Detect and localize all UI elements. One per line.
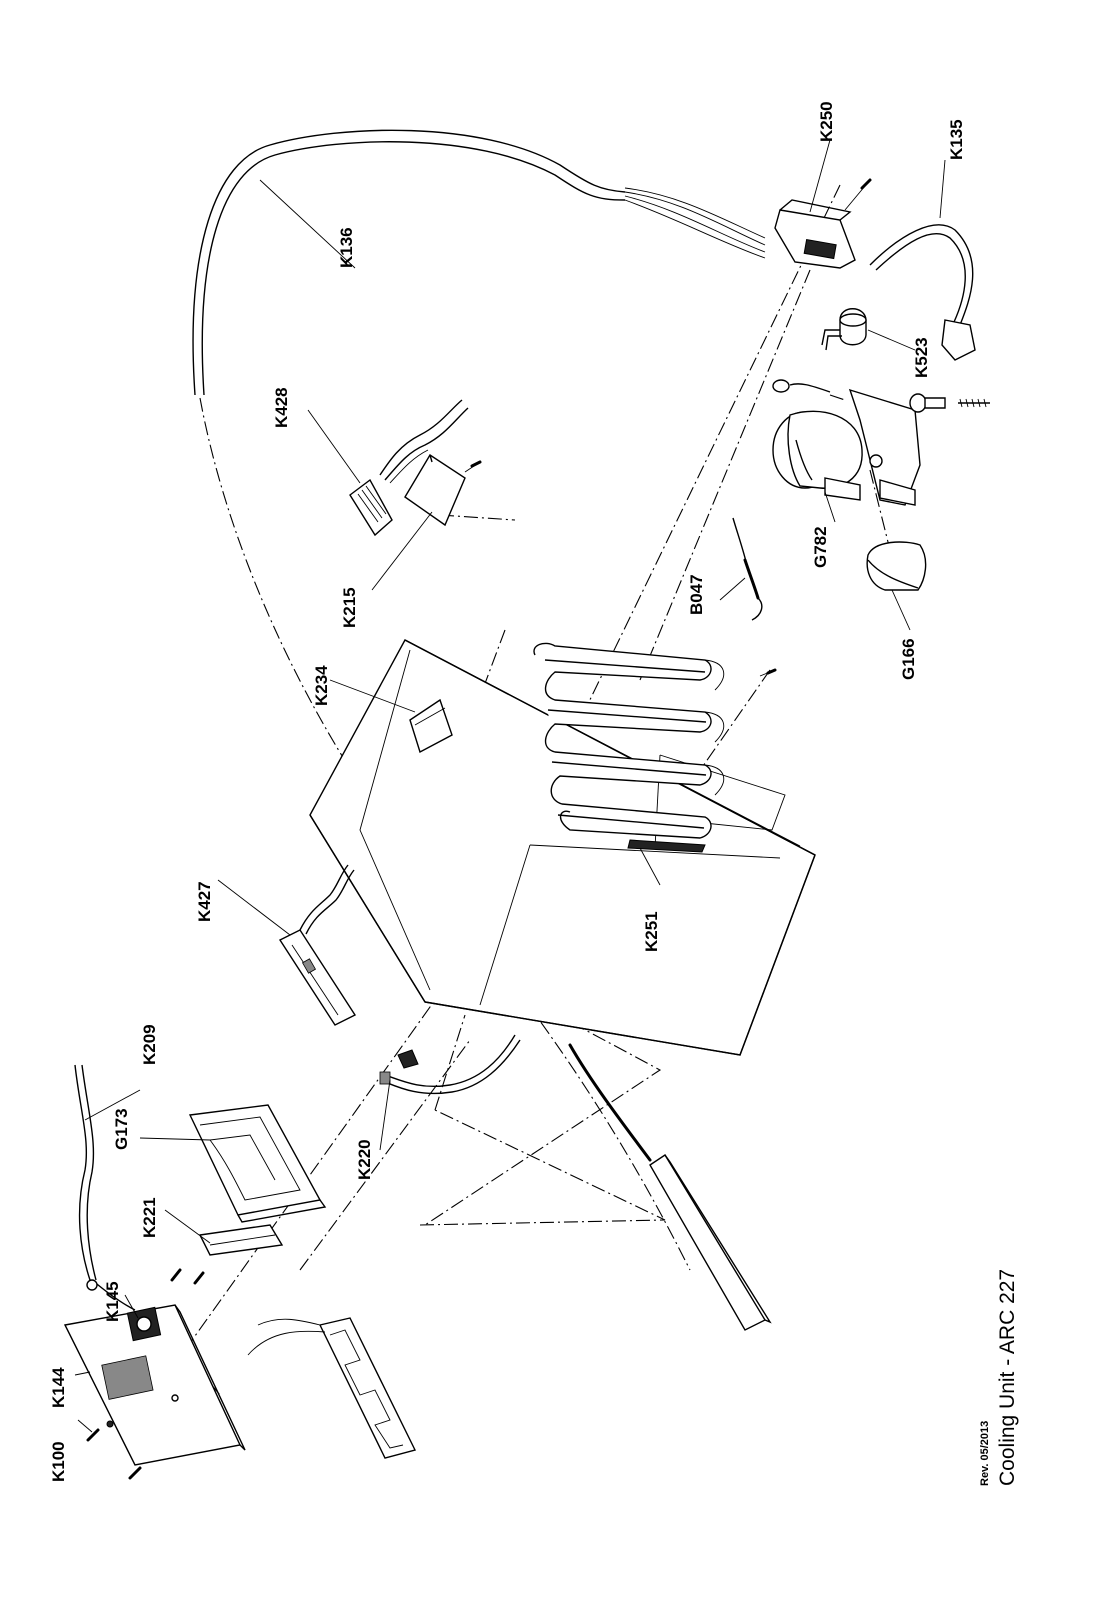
label-k250: K250	[817, 101, 836, 142]
screws	[86, 1268, 205, 1480]
label-k523: K523	[912, 337, 931, 378]
label-g166: G166	[899, 638, 918, 680]
label-k145: K145	[103, 1281, 122, 1322]
label-k135: K135	[947, 119, 966, 160]
k427-display-board	[278, 864, 357, 1026]
diagram-title: Cooling Unit - ARC 227	[996, 1269, 1019, 1486]
label-b047: B047	[687, 574, 706, 615]
k250-junction-box	[774, 178, 872, 269]
cabinet	[309, 639, 816, 1056]
k215-board-holder	[404, 454, 482, 527]
label-k234: K234	[312, 665, 331, 706]
label-k221: K221	[140, 1197, 159, 1238]
label-g782: G782	[811, 526, 830, 568]
label-k215: K215	[340, 587, 359, 628]
evaporator-bar	[568, 1043, 772, 1331]
label-k144: K144	[49, 1367, 68, 1408]
label-k251: K251	[642, 911, 661, 952]
b047-sensor	[732, 517, 763, 621]
part-labels: K250 K135 K136 K428 K215 K234 B047 G782 …	[49, 101, 966, 1482]
heater-mat	[247, 1317, 417, 1459]
label-k220: K220	[355, 1139, 374, 1180]
k221-bracket	[198, 1224, 284, 1256]
g782-compressor	[772, 379, 990, 506]
label-k136: K136	[337, 227, 356, 268]
g173-evaporator-plate	[188, 1104, 327, 1223]
k144-fan-panel	[63, 1304, 246, 1466]
label-k100: K100	[49, 1441, 68, 1482]
footer: Rev. 05/2013 Cooling Unit - ARC 227	[979, 1269, 1019, 1486]
k251-condenser	[533, 642, 777, 853]
k145-fan-cable	[74, 1064, 136, 1311]
revision-note: Rev. 05/2013	[979, 1421, 991, 1486]
k428-control-board	[349, 399, 469, 537]
k136-cable	[192, 129, 766, 396]
k135-power-cord	[869, 224, 976, 361]
label-k427: K427	[195, 881, 214, 922]
k220-probe	[379, 1034, 521, 1095]
g166-cover-cap	[866, 541, 927, 591]
label-g173: G173	[112, 1108, 131, 1150]
label-k209: K209	[140, 1024, 159, 1065]
leader-lines	[74, 139, 946, 1433]
label-k428: K428	[272, 387, 291, 428]
k523-capacitor	[821, 308, 867, 351]
